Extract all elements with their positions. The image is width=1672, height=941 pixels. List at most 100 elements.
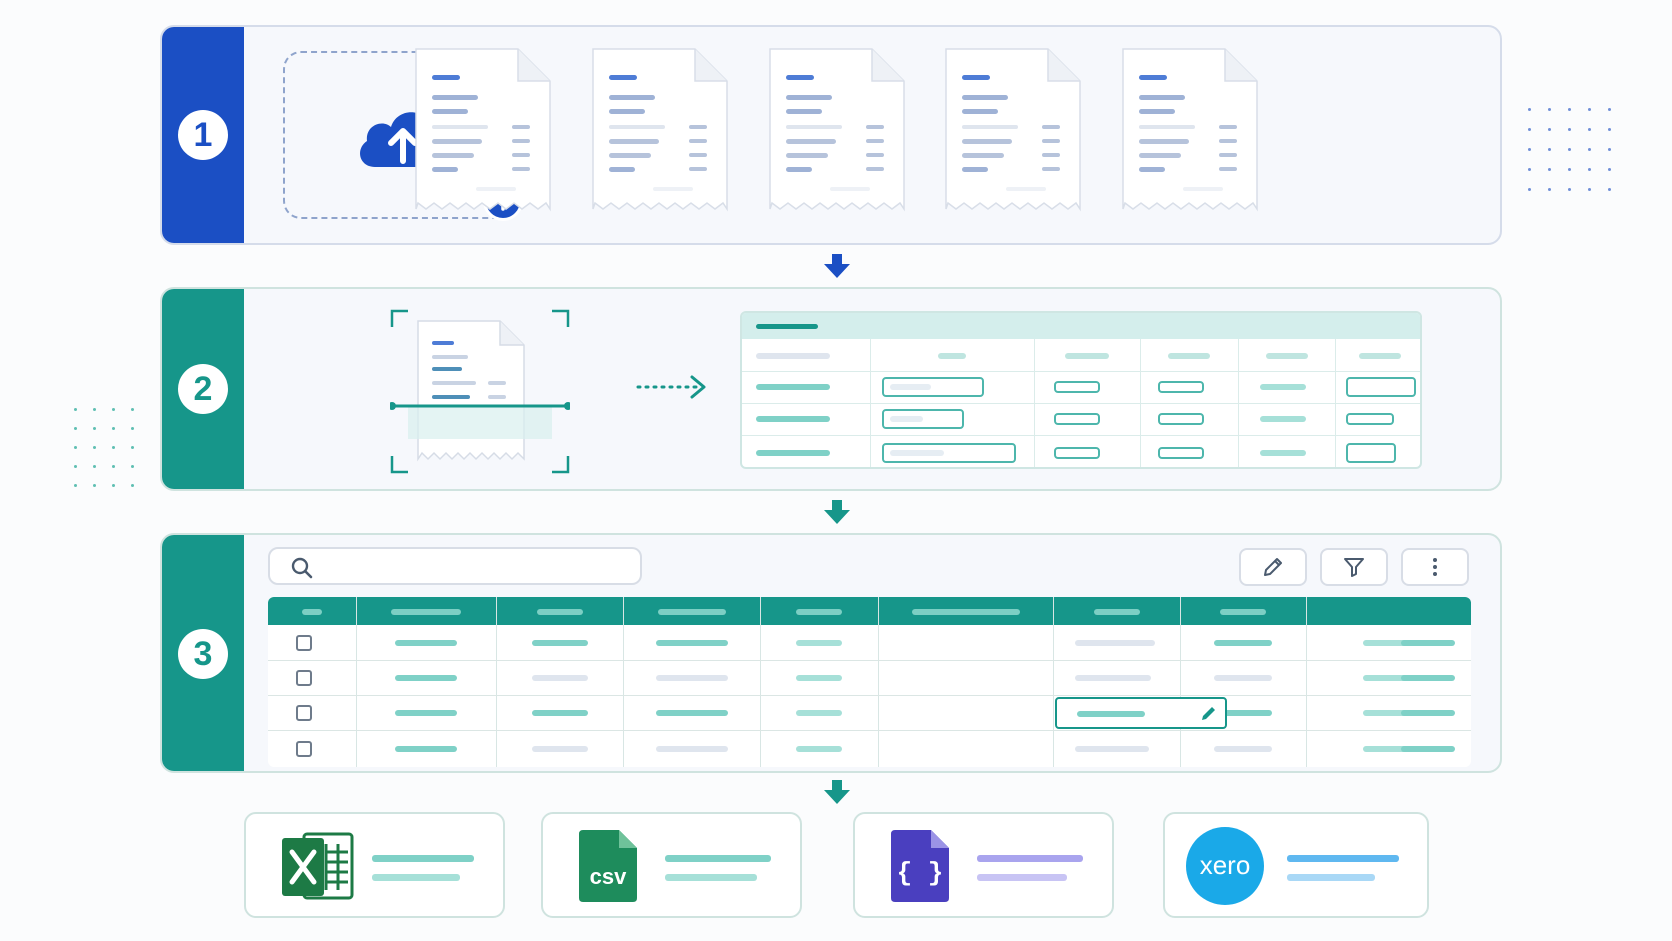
step-2-number: 2 (178, 364, 228, 414)
scanner-frame-icon (388, 309, 572, 474)
cell-value (1077, 710, 1145, 717)
dot (112, 427, 115, 430)
export-json[interactable]: { } (853, 812, 1114, 918)
header-cell (657, 609, 726, 615)
field-value (890, 450, 944, 456)
column-divider (1306, 597, 1307, 767)
row-checkbox[interactable] (296, 634, 312, 651)
dot (131, 427, 134, 430)
dot (131, 446, 134, 449)
dot (112, 484, 115, 487)
edit-button[interactable] (1239, 548, 1307, 586)
row-divider (742, 403, 1420, 404)
dot (131, 465, 134, 468)
extracted-field (882, 409, 964, 429)
extract-panel: 2 (160, 287, 1502, 491)
header-cell (1220, 609, 1266, 615)
extracted-field (1346, 413, 1394, 425)
step-1-number: 1 (178, 110, 228, 160)
step-3-tab: 3 (162, 535, 244, 771)
cell-value (1260, 384, 1306, 390)
extracted-field (1346, 377, 1416, 397)
receipt-document-icon (945, 48, 1081, 212)
cell-value (1401, 674, 1455, 681)
export-excel[interactable] (244, 812, 505, 918)
row-divider (742, 435, 1420, 436)
dot (93, 484, 96, 487)
cell-value (796, 639, 842, 646)
header-cell (1065, 353, 1109, 359)
dot (1588, 168, 1591, 171)
header-cell (911, 609, 1020, 615)
export-csv[interactable]: csv (541, 812, 802, 918)
row-divider (268, 695, 1471, 696)
cell-value (756, 384, 830, 390)
header-cell (391, 609, 461, 615)
column-divider (356, 597, 357, 767)
extracted-field (882, 443, 1016, 463)
more-vertical-icon (1433, 558, 1437, 576)
cell-value (395, 674, 457, 681)
cell-value (655, 639, 728, 646)
dot (1568, 148, 1571, 151)
header-cell (302, 609, 322, 615)
column-divider (623, 597, 624, 767)
extracted-field (1158, 447, 1204, 459)
dot (1548, 148, 1551, 151)
column-divider (878, 597, 879, 767)
dot (93, 408, 96, 411)
extracted-field (1054, 381, 1100, 393)
column-divider (1053, 597, 1054, 767)
cell-value (796, 709, 842, 716)
cell-value (796, 674, 842, 681)
svg-text:xero: xero (1200, 850, 1251, 880)
receipt-document-icon (592, 48, 728, 212)
extracted-field (1054, 413, 1100, 425)
cell-value (1214, 674, 1272, 681)
export-xero[interactable]: xero (1163, 812, 1429, 918)
review-data-table (268, 597, 1471, 767)
dot (93, 446, 96, 449)
cell-value (531, 709, 588, 716)
cell-value (1214, 639, 1272, 646)
header-cell (1168, 353, 1210, 359)
extracted-field (882, 377, 984, 397)
search-input[interactable] (268, 547, 642, 585)
table-header (268, 597, 1471, 625)
dot (1608, 188, 1611, 191)
more-button[interactable] (1401, 548, 1469, 586)
cell-value (395, 745, 457, 752)
field-value (890, 416, 923, 422)
editing-cell[interactable] (1055, 696, 1227, 729)
filter-icon (1344, 558, 1364, 577)
dot (1568, 168, 1571, 171)
cell-value (531, 639, 588, 646)
header-cell (1265, 353, 1308, 359)
filter-button[interactable] (1320, 548, 1388, 586)
row-checkbox[interactable] (296, 740, 312, 757)
cell-value (756, 416, 830, 422)
cell-value (756, 450, 830, 456)
dot (1608, 148, 1611, 151)
cell-value (395, 639, 457, 646)
row-checkbox[interactable] (296, 669, 312, 686)
cell-value (1362, 709, 1415, 716)
dot (1548, 128, 1551, 131)
dotted-arrow-icon (636, 375, 706, 399)
pencil-icon[interactable] (1199, 703, 1219, 723)
cell-value (655, 674, 728, 681)
cell-value (1260, 416, 1306, 422)
header-cell (1093, 609, 1140, 615)
cell-value (1401, 745, 1455, 752)
row-checkbox[interactable] (296, 704, 312, 721)
cell-value (1362, 745, 1415, 752)
cell-value (655, 745, 728, 752)
cell-value (1214, 709, 1272, 716)
dot (1568, 128, 1571, 131)
cell-value (655, 709, 728, 716)
dot (74, 427, 77, 430)
dot (74, 446, 77, 449)
cell-value (1075, 674, 1151, 681)
cell-value (1401, 639, 1455, 646)
search-icon (291, 557, 313, 579)
